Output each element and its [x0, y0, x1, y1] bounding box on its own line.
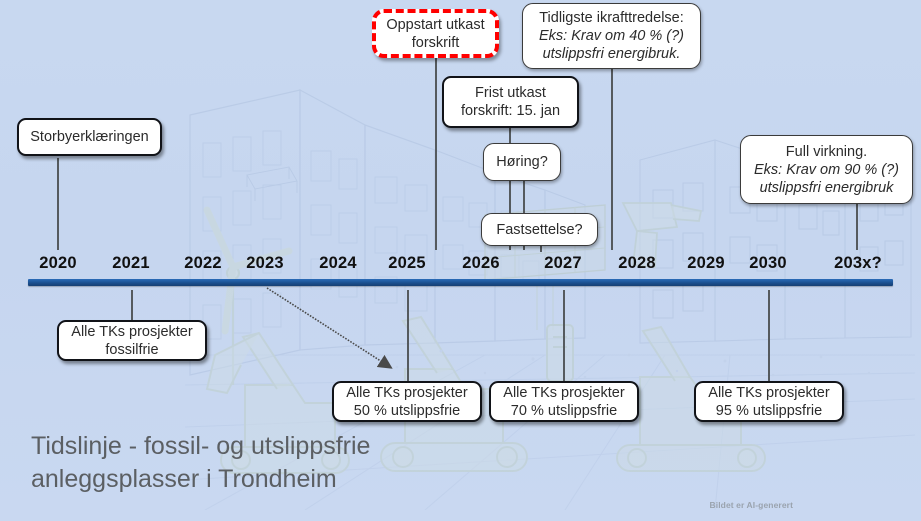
callout-alle-tks-50-prosent[interactable]: Alle TKs prosjekter 50 % utslippsfrie: [332, 381, 482, 422]
year-label-2029: 2029: [687, 254, 725, 272]
callout-horing-line1: Høring?: [496, 154, 548, 170]
callout-frist-line1: Frist utkast: [475, 85, 546, 101]
image-credit: Bildet er AI-generert: [709, 500, 793, 510]
year-label-2022: 2022: [184, 254, 222, 272]
callout-fastsettelse-line1: Fastsettelse?: [496, 221, 583, 238]
connector-full-virkning: [856, 204, 858, 250]
callout-frist-line2: forskrift: 15. jan: [460, 103, 561, 119]
callout-tidligste-line3: utslippsfri energibruk.: [542, 46, 681, 62]
year-label-2026: 2026: [462, 254, 500, 272]
slide-title-line2: anleggsplasser i Trondheim: [31, 465, 337, 493]
callout-alle-tks-fossilfrie[interactable]: Alle TKs prosjekter fossilfrie: [57, 320, 207, 361]
connector-oppstart-utkast: [435, 56, 437, 250]
callout-tidligste-ikrafttredelse[interactable]: Tidligste ikrafttredelse: Eks: Krav om 4…: [522, 3, 701, 69]
callout-oppstart-line2: forskrift: [411, 34, 460, 51]
callout-full-virkning[interactable]: Full virkning. Eks: Krav om 90 % (?) uts…: [740, 135, 913, 204]
year-label-2025: 2025: [388, 254, 426, 272]
callout-95-line2: 95 % utslippsfrie: [715, 402, 823, 419]
connector-95-prosent: [768, 290, 770, 382]
connector-frist-utkast: [509, 128, 511, 250]
year-label-2020: 2020: [39, 254, 77, 272]
callout-storbyerklaeringen[interactable]: Storbyerklæringen: [17, 118, 162, 156]
callout-fastsettelse[interactable]: Fastsettelse?: [481, 213, 598, 246]
callout-horing[interactable]: Høring?: [483, 143, 561, 181]
callout-95-line1: Alle TKs prosjekter: [708, 384, 830, 401]
year-label-203x: 203x?: [834, 254, 882, 272]
connector-fastsettelse: [540, 244, 542, 252]
callout-fossilfrie-line2: fossilfrie: [105, 341, 159, 358]
callout-alle-tks-95-prosent[interactable]: Alle TKs prosjekter 95 % utslippsfrie: [694, 381, 844, 422]
slide-title-line1: Tidslinje - fossil- og utslippsfrie: [31, 432, 371, 460]
callout-full-virkning-line1: Full virkning.: [785, 143, 868, 160]
callout-full-virkning-line3: utslippsfri energibruk: [759, 179, 894, 196]
callout-70-line1: Alle TKs prosjekter: [503, 384, 625, 401]
callout-70-line2: 70 % utslippsfrie: [510, 402, 618, 419]
year-label-2027: 2027: [544, 254, 582, 272]
year-label-2030: 2030: [749, 254, 787, 272]
callout-full-virkning-line2: Eks: Krav om 90 % (?): [753, 161, 900, 178]
connector-tidligste: [611, 68, 613, 250]
year-label-2028: 2028: [618, 254, 656, 272]
connector-50-prosent: [407, 290, 409, 382]
callout-frist-utkast-forskrift[interactable]: Frist utkast forskrift: 15. jan: [442, 76, 579, 128]
callout-tidligste-line1: Tidligste ikrafttredelse:: [539, 10, 684, 26]
slide-title: Tidslinje - fossil- og utslippsfrie anle…: [31, 430, 461, 496]
connector-fossilfrie: [131, 290, 133, 322]
callout-50-line1: Alle TKs prosjekter: [346, 384, 468, 401]
callout-oppstart-line1: Oppstart utkast: [386, 16, 485, 33]
callout-fossilfrie-line1: Alle TKs prosjekter: [71, 323, 193, 340]
year-label-2021: 2021: [112, 254, 150, 272]
connector-70-prosent: [563, 290, 565, 382]
connector-storbyerklaeringen: [57, 158, 59, 250]
year-label-2024: 2024: [319, 254, 357, 272]
callout-storbyerklaeringen-line1: Storbyerklæringen: [30, 129, 149, 145]
timeline-axis: [28, 279, 893, 286]
year-label-2023: 2023: [246, 254, 284, 272]
callout-50-line2: 50 % utslippsfrie: [353, 402, 461, 419]
callout-alle-tks-70-prosent[interactable]: Alle TKs prosjekter 70 % utslippsfrie: [489, 381, 639, 422]
callout-oppstart-utkast-forskrift[interactable]: Oppstart utkast forskrift: [372, 9, 499, 58]
callout-tidligste-line2: Eks: Krav om 40 % (?): [538, 28, 685, 44]
